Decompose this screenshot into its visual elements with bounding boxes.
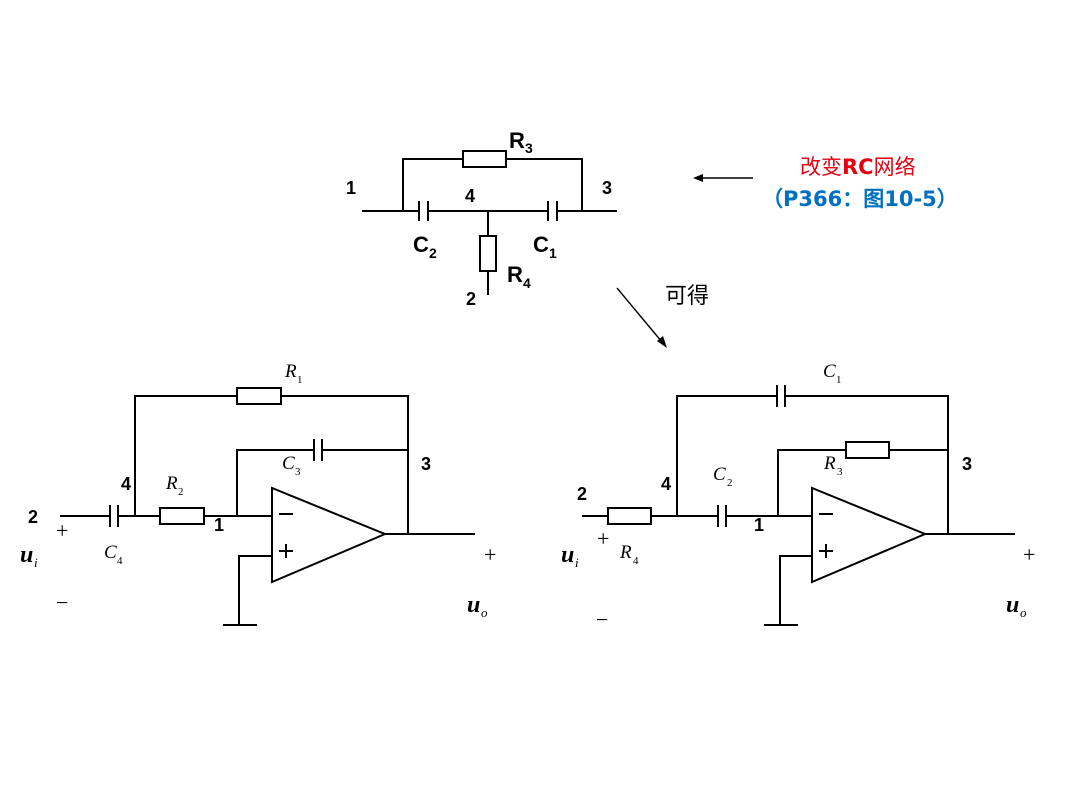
- svg-text:C: C: [713, 464, 726, 485]
- svg-text:2: 2: [178, 486, 184, 498]
- svg-text:3: 3: [837, 466, 843, 478]
- left-uo-label: u o: [467, 592, 488, 620]
- svg-text:R: R: [823, 453, 836, 474]
- right-r3-label: R 3: [823, 453, 843, 478]
- svg-text:C: C: [413, 232, 429, 257]
- left-ui-label: u i: [20, 542, 38, 570]
- r2-resistor: [159, 507, 205, 525]
- r3-resistor: [462, 150, 507, 168]
- svg-text:R: R: [507, 262, 523, 287]
- left-input-minus: −: [56, 590, 68, 615]
- left-opamp: [271, 486, 388, 584]
- right-circuit: 2 4 1 3 C 1 R 3 C 2 + R 4 u i − + u o: [561, 361, 1035, 632]
- svg-text:C: C: [823, 361, 836, 382]
- svg-text:R: R: [165, 473, 178, 494]
- note-line2: （P366：图10-5）: [762, 187, 958, 211]
- left-arrow: [693, 174, 753, 182]
- right-output-plus: +: [1023, 542, 1035, 567]
- svg-text:i: i: [34, 555, 38, 570]
- left-input-plus: +: [56, 518, 68, 543]
- svg-text:1: 1: [549, 245, 557, 261]
- left-r1-label: R 1: [284, 361, 303, 386]
- left-node-1: 1: [214, 515, 224, 535]
- svg-text:R: R: [509, 128, 525, 153]
- left-node-2: 2: [28, 507, 38, 527]
- svg-text:u: u: [467, 592, 480, 618]
- diagonal-arrow: [616, 287, 667, 348]
- right-c1-label: C 1: [823, 361, 842, 386]
- svg-text:1: 1: [836, 374, 842, 386]
- svg-text:2: 2: [429, 245, 437, 261]
- right-input-plus: +: [597, 526, 609, 551]
- svg-text:R: R: [284, 361, 297, 382]
- left-output-plus: +: [484, 542, 496, 567]
- note-line1: 改变RC网络: [800, 155, 916, 179]
- svg-text:1: 1: [297, 374, 303, 386]
- left-node-3: 3: [421, 454, 431, 474]
- top-node-2: 2: [466, 289, 476, 309]
- svg-text:u: u: [561, 542, 574, 568]
- svg-text:o: o: [481, 605, 488, 620]
- svg-text:3: 3: [525, 140, 533, 156]
- svg-text:o: o: [1020, 605, 1027, 620]
- svg-text:3: 3: [295, 466, 301, 478]
- right-opamp: [811, 486, 928, 584]
- right-node-1: 1: [754, 515, 764, 535]
- svg-text:C: C: [104, 542, 117, 563]
- top-r3-label: R 3: [509, 128, 533, 156]
- svg-text:C: C: [282, 453, 295, 474]
- right-c2-label: C 2: [713, 464, 733, 489]
- r1-resistor: [236, 387, 282, 405]
- right-input-minus: −: [596, 607, 608, 632]
- top-node-1: 1: [346, 178, 356, 198]
- svg-text:u: u: [1006, 592, 1019, 618]
- svg-text:C: C: [533, 232, 549, 257]
- top-node-3: 3: [602, 178, 612, 198]
- svg-text:R: R: [619, 542, 632, 563]
- r4-resistor: [607, 507, 652, 525]
- left-c3-label: C 3: [282, 453, 301, 478]
- right-node-4: 4: [661, 474, 671, 494]
- arrow-caption: 可得: [665, 284, 709, 309]
- top-r4-label: R 4: [507, 262, 531, 291]
- svg-text:i: i: [575, 555, 579, 570]
- r4-resistor: [479, 235, 497, 272]
- svg-text:4: 4: [523, 275, 531, 291]
- left-circuit: 2 4 1 3 R 1 R 2 C 3 C 4 + u i − + u o: [20, 361, 496, 626]
- right-node-2: 2: [577, 484, 587, 504]
- top-node-4: 4: [465, 186, 475, 206]
- left-node-4: 4: [121, 474, 131, 494]
- svg-text:4: 4: [633, 555, 639, 567]
- svg-text:u: u: [20, 542, 33, 568]
- rc-network-note: 改变RC网络 （P366：图10-5）: [762, 155, 958, 211]
- right-ui-label: u i: [561, 542, 579, 570]
- r3-resistor: [845, 441, 890, 459]
- top-c2-label: C 2: [413, 232, 437, 261]
- left-c4-label: C 4: [104, 542, 123, 567]
- svg-text:4: 4: [117, 555, 123, 567]
- right-uo-label: u o: [1006, 592, 1027, 620]
- top-c1-label: C 1: [533, 232, 557, 261]
- top-rc-network: 1 4 3 2 R 3 C 2 C 1 R 4: [346, 128, 617, 309]
- right-r4-label: R 4: [619, 542, 639, 567]
- right-node-3: 3: [962, 454, 972, 474]
- left-r2-label: R 2: [165, 473, 184, 498]
- svg-text:2: 2: [727, 477, 733, 489]
